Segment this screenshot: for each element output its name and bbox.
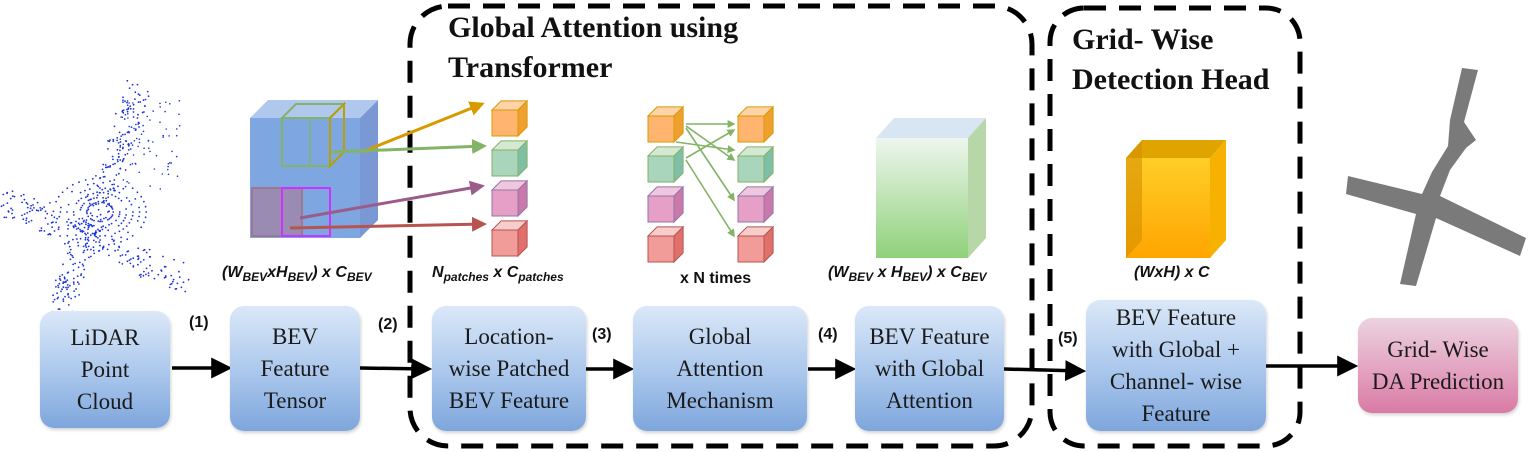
attention-group-title: Global Attention using Transformer [448, 11, 739, 84]
attention-cross-arrows [675, 120, 736, 238]
patch-arrow-purple [299, 180, 485, 220]
grid-feature-cube [1126, 140, 1226, 258]
bev-global-channel-feature-box: BEV Feature with Global + Channel- wise … [1086, 300, 1266, 431]
bev-global-cube [876, 118, 986, 258]
da-prediction-image [1346, 68, 1526, 286]
step-2-label: (2) [378, 316, 398, 333]
grid-wise-da-prediction-box: Grid- Wise DA Prediction [1358, 318, 1518, 413]
step-1-label: (1) [189, 314, 209, 331]
patch-arrow-green [331, 138, 487, 154]
patch-stack-patched [490, 99, 529, 258]
patches-dim-label: Npatches x Cpatches [432, 264, 564, 284]
step-4-label: (4) [818, 326, 838, 343]
patch-arrow-red [289, 216, 487, 232]
attention-group-frame [407, 3, 1035, 449]
lidar-point-cloud-box: LiDAR Point Cloud [40, 311, 170, 428]
detection-group-title: Grid- Wise Detection Head [1072, 23, 1270, 96]
patched-bev-feature-box: Location- wise Patched BEV Feature [432, 306, 586, 431]
step-3-label: (3) [592, 326, 612, 343]
repeat-times-label: x N times [680, 270, 752, 287]
arrow-5 [1003, 360, 1087, 382]
bev-global-dim-label: (WBEV x HBEV) x CBEV [828, 264, 987, 284]
arrow-2 [359, 358, 433, 380]
step-5-label: (5) [1058, 330, 1078, 347]
patch-stack-output [736, 105, 775, 264]
bev-tensor-dim-label: (WBEVxHBEV) x CBEV [222, 264, 372, 284]
detection-group-frame [1047, 5, 1303, 449]
patch-stack-input [646, 105, 685, 264]
lidar-point-cloud-image [0, 79, 190, 319]
global-attention-mechanism-box: Global Attention Mechanism [633, 306, 807, 431]
bev-feature-tensor-box: BEV Feature Tensor [230, 306, 360, 431]
grid-dim-label: (WxH) x C [1134, 264, 1210, 281]
bev-tensor-cube [250, 100, 378, 238]
patch-arrow-orange [361, 101, 485, 154]
bev-global-attention-box: BEV Feature with Global Attention [855, 306, 1004, 431]
